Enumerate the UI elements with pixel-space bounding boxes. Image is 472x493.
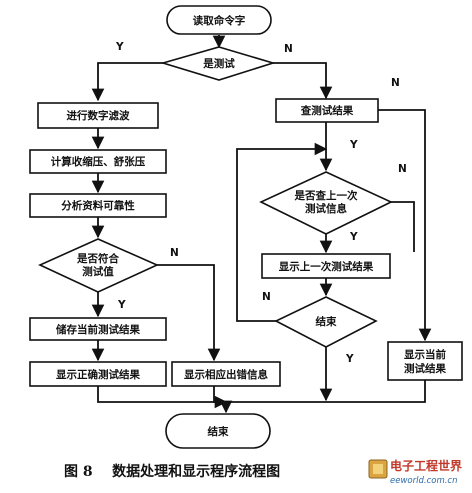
label-match-yes: Y	[117, 299, 126, 311]
filter-label: 进行数字滤波	[67, 109, 130, 122]
label-query-no: N	[391, 77, 400, 89]
edge-showerr-to-merge	[213, 386, 226, 403]
label-prev-yes: Y	[349, 231, 358, 243]
match-label-line1: 是否符合	[76, 252, 119, 265]
show-prev-label: 显示上一次测试结果	[279, 260, 374, 273]
is-test-label: 是测试	[202, 57, 235, 70]
edge-showcur-to-merge	[226, 380, 426, 403]
edge-test-no	[273, 62, 333, 100]
end-loop-label: 结束	[316, 315, 337, 328]
logo-name: 电子工程世界	[390, 458, 462, 473]
prev-label-line1: 是否查上一次	[294, 189, 358, 202]
end-loop-decision: 结束	[274, 296, 378, 348]
edge-showok-to-merge	[97, 386, 228, 409]
label-endloop-yes: Y	[345, 353, 354, 365]
label-prev-no: N	[398, 163, 407, 175]
chip-icon	[368, 459, 388, 479]
end-node-label: 结束	[208, 425, 229, 438]
store-label: 储存当前测试结果	[56, 323, 140, 336]
show-err-label: 显示相应出错信息	[184, 368, 268, 381]
prev-label-line2: 测试信息	[305, 202, 347, 215]
start-node-label: 读取命令字	[193, 14, 246, 27]
edge-endloop-no	[236, 142, 328, 322]
figure-caption: 图 8 数据处理和显示程序流程图	[64, 463, 280, 480]
edges	[91, 35, 432, 414]
show-ok-label: 显示正确测试结果	[56, 368, 140, 381]
prev-decision: 是否查上一次 测试信息	[259, 171, 393, 235]
show-cur-label-line2: 测试结果	[404, 362, 446, 375]
edge-prev-no	[391, 201, 415, 252]
end-node: 结束	[165, 413, 271, 449]
watermark-logo: 电子工程世界 eeworld.com.cn	[368, 458, 462, 486]
match-label-line2: 测试值	[82, 265, 114, 278]
logo-url: eeworld.com.cn	[390, 476, 457, 486]
show-cur-label-line1: 显示当前	[404, 348, 446, 361]
label-test-no: N	[284, 43, 293, 55]
label-match-no: N	[170, 247, 179, 259]
label-test-yes: Y	[115, 41, 124, 53]
calc-process: 计算收缩压、舒张压	[29, 149, 167, 174]
edge-query-no	[378, 109, 432, 342]
filter-process: 进行数字滤波	[37, 102, 159, 129]
is-test-decision: 是测试	[160, 46, 276, 81]
query-process: 查测试结果	[275, 98, 379, 123]
analyze-process: 分析资料可靠性	[29, 193, 167, 218]
label-endloop-no: N	[262, 291, 271, 303]
edge-test-yes	[91, 62, 163, 102]
show-cur-process: 显示当前 测试结果	[387, 341, 463, 381]
label-query-yes: Y	[349, 139, 358, 151]
start-node: 读取命令字	[166, 5, 272, 35]
show-err-process: 显示相应出错信息	[171, 361, 281, 387]
calc-label: 计算收缩压、舒张压	[51, 155, 146, 168]
analyze-label: 分析资料可靠性	[61, 199, 135, 212]
query-label: 查测试结果	[300, 104, 354, 117]
edge-labels: Y N N Y N Y N Y N Y	[115, 41, 407, 365]
show-ok-process: 显示正确测试结果	[29, 361, 167, 387]
store-process: 储存当前测试结果	[29, 317, 167, 341]
show-prev-process: 显示上一次测试结果	[261, 253, 391, 279]
edge-match-no	[157, 264, 221, 362]
match-decision: 是否符合 测试值	[38, 238, 159, 293]
